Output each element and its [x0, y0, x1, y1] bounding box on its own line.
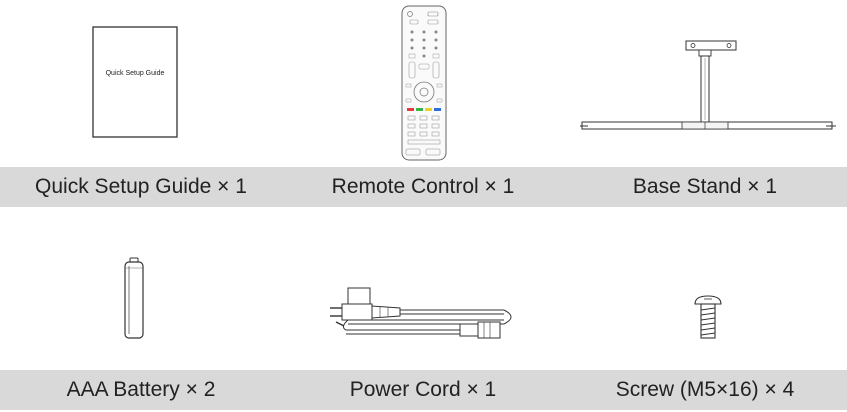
item-label-band-bottom: AAA Battery × 2 Power Cord × 1 Screw (M5… [0, 370, 847, 410]
power-cord-icon [328, 278, 524, 348]
item-label-remote-control: Remote Control × 1 [331, 175, 515, 198]
item-label-aaa-battery: AAA Battery × 2 [66, 378, 216, 401]
base-stand-icon [578, 38, 838, 138]
booklet-icon: Quick Setup Guide [90, 24, 180, 140]
item-label-screw: Screw (M5×16) × 4 [615, 378, 795, 401]
item-label-base-stand: Base Stand × 1 [632, 175, 778, 198]
item-label-band-top: Quick Setup Guide × 1 Remote Control × 1… [0, 167, 847, 207]
item-label-quick-setup-guide: Quick Setup Guide × 1 [35, 175, 247, 198]
guide-cover-text: Quick Setup Guide [106, 70, 165, 77]
battery-icon [122, 256, 146, 340]
remote-control-icon [400, 4, 448, 162]
screw-icon [693, 294, 723, 342]
item-label-power-cord: Power Cord × 1 [349, 378, 497, 401]
